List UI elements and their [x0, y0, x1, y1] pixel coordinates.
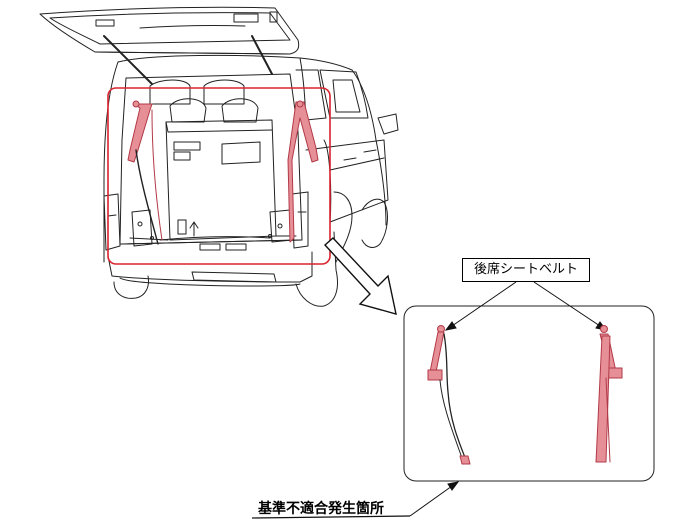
- nonconformity-site-label: 基準不適合発生箇所: [258, 501, 384, 517]
- seatbelt-label: 後席シートベルト: [462, 258, 590, 282]
- interior: [119, 73, 303, 251]
- tailgate: [39, 6, 300, 85]
- detail-belt-left: [427, 325, 471, 465]
- gas-strut-right: [251, 35, 273, 75]
- site-pointer: [251, 481, 460, 519]
- van-body: [103, 54, 399, 307]
- side-mirror: [377, 113, 399, 135]
- callout-arrow: [323, 237, 397, 315]
- detail-belt-right: [595, 325, 623, 463]
- detail-panel: [403, 305, 655, 482]
- folded-seat-back: [165, 119, 277, 241]
- highlight-box: [107, 87, 331, 265]
- right-rear-wheel: [295, 231, 338, 307]
- rear-bumper: [107, 251, 313, 283]
- right-front-wheel: [361, 198, 388, 248]
- van-belt-right: [287, 101, 319, 243]
- van-seatbelts: [127, 100, 319, 245]
- left-tail-lamp: [103, 193, 121, 251]
- van-belt-left: [127, 103, 153, 163]
- left-rear-wheel: [113, 275, 149, 299]
